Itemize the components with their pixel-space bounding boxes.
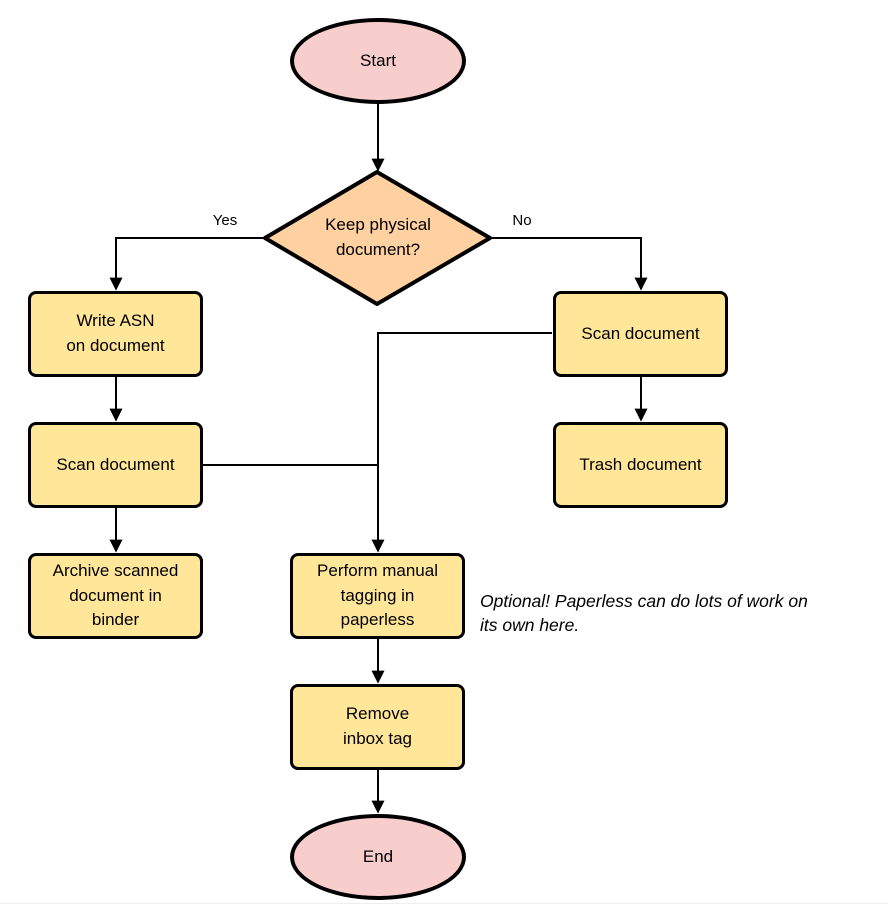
node-start: Start	[290, 18, 466, 104]
edge-label-yes: Yes	[212, 212, 238, 229]
node-archive-binder: Archive scanned document in binder	[28, 553, 203, 639]
annotation-note: Optional! Paperless can do lots of work …	[480, 591, 808, 635]
node-label: Perform manual tagging in paperless	[317, 561, 438, 630]
node-scan-document-left: Scan document	[28, 422, 203, 508]
node-scan-document-right: Scan document	[553, 291, 728, 377]
node-write-asn: Write ASN on document	[28, 291, 203, 377]
node-label: Scan document	[581, 323, 700, 343]
node-label: Remove inbox tag	[343, 704, 412, 748]
node-decision: Keep physical document?	[325, 215, 431, 259]
page-bottom-divider	[0, 903, 888, 904]
node-trash-document: Trash document	[553, 422, 728, 508]
node-label: Archive scanned document in binder	[52, 561, 179, 630]
node-end: End	[290, 814, 466, 900]
node-manual-tagging: Perform manual tagging in paperless	[290, 553, 465, 639]
node-label: Scan document	[56, 454, 175, 474]
edge-label-no: No	[512, 212, 532, 229]
edge-scan-right-to-tagging	[371, 332, 552, 553]
node-label: End	[362, 846, 394, 866]
node-remove-inbox-tag: Remove inbox tag	[290, 684, 465, 770]
node-label: Start	[360, 50, 396, 70]
edge-decision-yes-to-write-asn	[109, 237, 266, 291]
node-label: Trash document	[579, 454, 702, 474]
node-label: Write ASN on document	[66, 311, 165, 355]
edge-decision-no-to-scan-right	[489, 237, 648, 291]
